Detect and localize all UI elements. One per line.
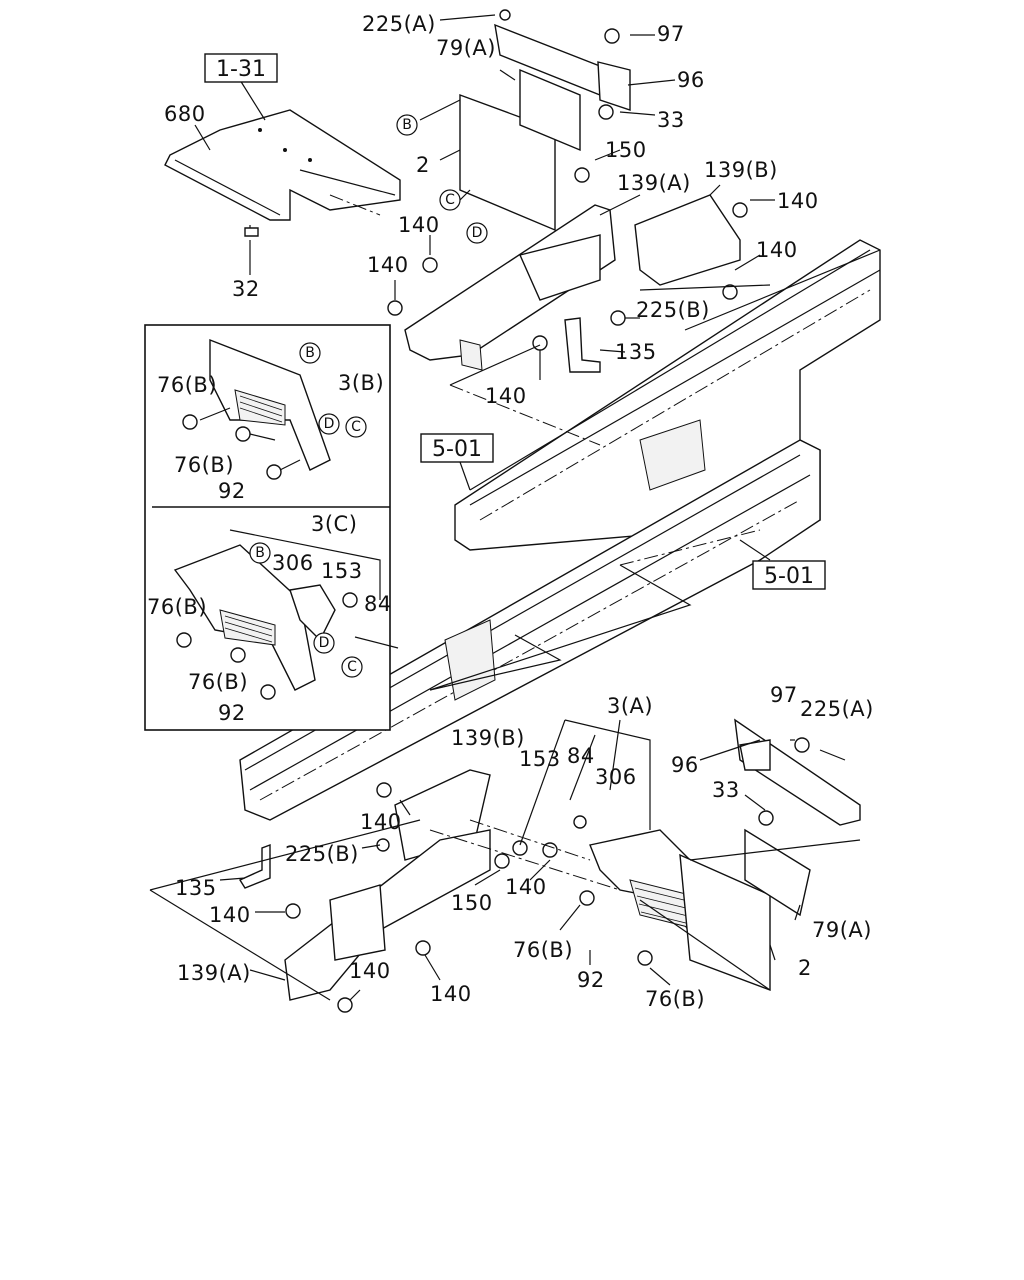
- label-153-inset: 153: [321, 559, 363, 583]
- label-92-bottom: 92: [577, 968, 605, 992]
- label-3a: 3(A): [607, 694, 653, 718]
- ref-box-1-31: 1-31: [204, 53, 278, 83]
- circle-c-inset-lower-text: C: [347, 659, 357, 675]
- label-139a-bottom: 139(A): [177, 961, 251, 985]
- label-139b-top: 139(B): [704, 158, 778, 182]
- label-225a-top: 225(A): [362, 12, 436, 36]
- circle-d-inset-lower-text: D: [319, 635, 330, 651]
- label-96-bottom: 96: [671, 753, 699, 777]
- label-84-bottom: 84: [567, 744, 595, 768]
- label-84-inset: 84: [364, 592, 392, 616]
- ref-box-5-01-lower: 5-01: [752, 560, 826, 590]
- leader-lines-top: [194, 14, 775, 380]
- label-680: 680: [164, 102, 206, 126]
- label-150-bottom: 150: [451, 891, 493, 915]
- label-76b-inset-upper-a: 76(B): [157, 373, 217, 397]
- circle-b-inset-upper-text: B: [305, 345, 315, 361]
- circle-b-inset-lower: B: [249, 542, 271, 564]
- label-32: 32: [232, 277, 260, 301]
- circle-c-inset-lower: C: [341, 656, 363, 678]
- label-140-top-c: 140: [756, 238, 798, 262]
- label-135-bottom: 135: [175, 876, 217, 900]
- label-225b-top: 225(B): [636, 298, 710, 322]
- label-79a-bottom: 79(A): [812, 918, 872, 942]
- ref-5-01-lower-text: 5-01: [764, 564, 814, 589]
- label-140-bottom-c: 140: [209, 903, 251, 927]
- label-76b-inset-upper-b: 76(B): [174, 453, 234, 477]
- ref-5-01-upper-text: 5-01: [432, 437, 482, 462]
- fasteners-top: [387, 9, 748, 351]
- circle-c-inset-upper-text: C: [351, 419, 361, 435]
- circle-d-inset-lower: D: [313, 632, 335, 654]
- fasteners-bottom: [285, 737, 810, 1013]
- ref-1-31-text: 1-31: [216, 57, 266, 82]
- label-135-top: 135: [615, 340, 657, 364]
- ref-box-5-01-upper: 5-01: [420, 433, 494, 463]
- circle-d-top: D: [466, 222, 488, 244]
- labels-bottom: 3(A) 97 225(A) 139(B) 153 84 306 96 33 1…: [175, 683, 874, 1011]
- label-140-top-a: 140: [777, 189, 819, 213]
- bracket-139b-top: [634, 194, 741, 286]
- label-3c: 3(C): [311, 512, 357, 536]
- bracket-139a-bottom: [284, 829, 491, 1001]
- label-76b-bottom-b: 76(B): [645, 987, 705, 1011]
- label-2-bottom: 2: [798, 956, 812, 980]
- label-139a-top: 139(A): [617, 171, 691, 195]
- labels-inset-upper: 3(B) 76(B) 76(B) 92: [157, 371, 384, 503]
- label-140-bottom-e: 140: [430, 982, 472, 1006]
- circle-b-top-text: B: [402, 117, 412, 133]
- label-96-top: 96: [677, 68, 705, 92]
- label-76b-inset-lower-b: 76(B): [188, 670, 248, 694]
- label-225a-bottom: 225(A): [800, 697, 874, 721]
- dashdot-top: [329, 194, 881, 446]
- circle-d-inset-upper-text: D: [324, 416, 335, 432]
- labels-inset-lower: 3(C) 306 153 84 76(B) 76(B) 92: [147, 512, 392, 725]
- label-150-top: 150: [605, 138, 647, 162]
- bracket-135-bottom: [238, 843, 271, 889]
- circle-d-top-text: D: [472, 225, 483, 241]
- circle-b-inset-upper: B: [299, 342, 321, 364]
- label-92-inset-upper: 92: [218, 479, 246, 503]
- inset-lower-bracket-3c: [173, 529, 399, 700]
- label-3b: 3(B): [338, 371, 384, 395]
- label-97-top: 97: [657, 22, 685, 46]
- label-79a-top: 79(A): [436, 36, 496, 60]
- label-2-top: 2: [416, 153, 430, 177]
- label-92-inset-lower: 92: [218, 701, 246, 725]
- label-306-inset: 306: [272, 551, 314, 575]
- label-139b-bottom: 139(B): [451, 726, 525, 750]
- label-153-bottom: 153: [519, 747, 561, 771]
- label-140-top-b: 140: [398, 213, 440, 237]
- label-97-bottom: 97: [770, 683, 798, 707]
- label-140-bottom-b: 140: [505, 875, 547, 899]
- inset-upper-bracket-3b: [182, 338, 331, 480]
- label-76b-inset-lower-a: 76(B): [147, 595, 207, 619]
- label-306-bottom: 306: [595, 765, 637, 789]
- label-140-bottom-a: 140: [360, 810, 402, 834]
- label-140-bottom-d: 140: [349, 959, 391, 983]
- circle-c-top-text: C: [445, 192, 455, 208]
- circle-b-top: B: [396, 114, 418, 136]
- label-33-top: 33: [657, 108, 685, 132]
- mud-flap-top: [459, 23, 631, 232]
- label-33-bottom: 33: [712, 778, 740, 802]
- mud-flap-bottom: [679, 718, 861, 992]
- circle-d-inset-upper: D: [318, 413, 340, 435]
- label-140-top-d: 140: [367, 253, 409, 277]
- bracket-680-assembly: [164, 109, 401, 237]
- circle-b-inset-lower-text: B: [255, 545, 265, 561]
- label-140-top-e: 140: [485, 384, 527, 408]
- leader-lines-bottom: [149, 719, 861, 1001]
- labels-top: 225(A) 97 79(A) 96 33 680 2 150 139(A) 1…: [164, 12, 819, 408]
- circle-c-top: C: [439, 189, 461, 211]
- circle-c-inset-upper: C: [345, 416, 367, 438]
- label-76b-bottom-a: 76(B): [513, 938, 573, 962]
- bracket-139a-top: [404, 204, 616, 371]
- bracket-135-top: [564, 317, 601, 373]
- label-225b-bottom: 225(B): [285, 842, 359, 866]
- dashdot-middle: [429, 529, 761, 691]
